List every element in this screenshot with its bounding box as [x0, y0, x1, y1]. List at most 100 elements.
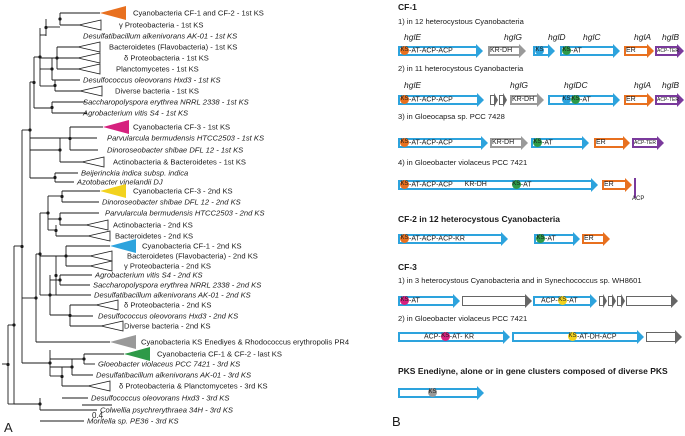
leaf-label: Moritella sp. PE36 - 3rd KS — [87, 417, 179, 426]
bootstrap-node — [60, 374, 64, 379]
cf1-title: CF-1 — [398, 2, 417, 12]
leaf-label: Agrobacterium vitis S4 - 2nd KS — [94, 271, 203, 280]
gene-label-hglE: hglE — [404, 32, 422, 42]
gene-hglA: ER — [624, 44, 654, 58]
ks-domain: KS — [557, 296, 567, 305]
gene-cf3-2: ACP-KS-AT — [533, 294, 597, 308]
leaf-label: Saccharopolyspora erythrea NRRL 2338 - 1… — [83, 98, 249, 107]
ks-domain: KS — [400, 46, 409, 55]
gene-label-hglB: hglB — [662, 32, 680, 42]
ks-domain: KS — [562, 46, 571, 55]
collapsed-clade — [79, 85, 103, 97]
gene-small — [490, 93, 498, 107]
leaf-label: γ Proteobacteria - 2nd KS — [124, 262, 211, 271]
gene-hglG: KR-DH — [488, 44, 526, 58]
gene-hglC: KS-AT — [560, 44, 620, 58]
ks-domain: KS — [440, 332, 450, 341]
gene-hglDC: KSKS-AT — [548, 93, 620, 107]
gene-small — [599, 294, 607, 308]
cf3-sub2: 2) in Gloeobacter violaceus PCC 7421 — [398, 314, 528, 323]
bootstrap-node — [34, 296, 38, 300]
collapsed-clade — [89, 260, 113, 272]
collapsed-clade — [110, 239, 136, 253]
ks-domain — [503, 180, 512, 189]
ks-domain: KS — [400, 95, 409, 104]
gene-hglG: KR-DH — [510, 93, 544, 107]
gene-small — [617, 294, 625, 308]
collapsed-clade — [89, 250, 113, 262]
gene-cf2-1: KS-AT-ACP-ACP-KR — [398, 232, 508, 246]
scale-bar-label: 0.4 — [92, 411, 104, 420]
bootstrap-node — [6, 362, 10, 367]
cf3-title: CF-3 — [398, 262, 417, 272]
bootstrap-node — [68, 136, 72, 141]
ks-domain: KS — [568, 332, 577, 341]
gene-pks-enediyne: KS — [398, 386, 484, 400]
bootstrap-node — [58, 217, 62, 221]
leaf-label: Cyanobacteria CF-1 & CF-2 - last KS — [157, 350, 282, 359]
gene-cf3-1: KS-AT — [398, 294, 460, 308]
gene-small — [499, 93, 507, 107]
collapsed-clade — [77, 63, 101, 75]
collapsed-clade — [87, 230, 111, 242]
leaf-label: Planctomycetes - 1st KS — [116, 65, 199, 74]
gene-hglA: ER — [602, 178, 632, 192]
gene-cf2-er: ER — [582, 232, 610, 246]
bootstrap-node — [54, 273, 58, 278]
leaf-label: Actinobacteria - 2nd KS — [113, 221, 193, 230]
bootstrap-node — [50, 67, 54, 71]
collapsed-clade — [87, 380, 111, 392]
gene-cf3-tail — [626, 294, 678, 308]
leaf-label: δ Proteobacteria - 2nd KS — [124, 301, 211, 310]
collapsed-clade — [100, 184, 126, 198]
bootstrap-node — [38, 55, 42, 59]
ks-domain: KS — [400, 180, 409, 189]
gene-cf3-gloeo-1: ACP-KS-AT- KR — [398, 330, 510, 344]
panel-a-letter: A — [4, 420, 13, 435]
collapsed-clade — [95, 299, 119, 311]
leaf-label: Bacteroidetes - 2nd KS — [115, 232, 193, 241]
bootstrap-node — [64, 254, 68, 258]
bootstrap-node — [12, 323, 16, 327]
bootstrap-node — [38, 402, 42, 406]
leaf-label: Desulfatibacillum alkenivorans AK-01 - 1… — [83, 32, 237, 41]
bootstrap-node — [82, 357, 86, 361]
cf2-title: CF-2 in 12 heterocystous Cyanobacteria — [398, 214, 561, 224]
gene-label-hglD: hglD — [548, 32, 566, 42]
leaf-label: Beijerinckia indica subsp. indica — [81, 169, 188, 178]
cf1-sub2: 2) in 11 heterocystous Cyanobacteria — [398, 64, 524, 73]
leaf-label: Actinobacteria & Bacteroidetes - 1st KS — [113, 158, 246, 167]
ks-domain: KS — [535, 46, 544, 55]
gene-label-hglDC: hglDC — [564, 80, 588, 90]
gene-hglC: KS-AT — [531, 136, 589, 150]
gene-hglE: KS-AT-ACP-ACP — [398, 136, 488, 150]
collapsed-clade — [78, 19, 102, 31]
bootstrap-node — [48, 361, 52, 365]
gene-label-hglA: hglA — [634, 32, 652, 42]
leaf-label: Colwellia psychrerythraea 34H - 3rd KS — [100, 406, 233, 415]
panel-b-gene-clusters: CF-1 1) in 12 heterocystous Cyanobacteri… — [392, 0, 685, 436]
leaf-label: Saccharopolyspora erythrea NRRL 2338 - 2… — [93, 281, 261, 290]
bootstrap-node — [32, 80, 36, 85]
ks-domain: KS — [400, 234, 409, 243]
bootstrap-node — [53, 175, 57, 180]
collapsed-clade — [124, 347, 150, 361]
pks-title: PKS Enediyne, alone or in gene clusters … — [398, 366, 668, 376]
bootstrap-node — [54, 228, 58, 233]
leaf-label: Dinoroseobacter shibae DFL 12 - 2nd KS — [102, 198, 241, 207]
bootstrap-node — [55, 56, 59, 60]
leaf-label: Cyanobacteria CF-3 - 2nd KS — [133, 187, 233, 196]
leaf-label: δ Proteobacteria - 1st KS — [124, 54, 209, 63]
bootstrap-node — [28, 128, 32, 132]
acp-label: ACP — [632, 196, 645, 202]
gene-hglB: ACP-TER — [655, 93, 684, 107]
bootstrap-node — [48, 293, 52, 297]
gene-small — [608, 294, 616, 308]
gene-label-hglC: hglC — [583, 32, 601, 42]
bootstrap-node — [20, 244, 24, 249]
leaf-label: Cyanobacteria KS Enediyes & Rhodococcus … — [141, 338, 349, 347]
gene-cf2-2: KS-AT — [534, 232, 580, 246]
leaf-label: Diverse bacteria - 1st KS — [115, 87, 199, 96]
collapsed-clade — [103, 120, 129, 134]
leaf-label: Gloeobacter violaceus PCC 7421 - 3rd KS — [98, 360, 240, 369]
